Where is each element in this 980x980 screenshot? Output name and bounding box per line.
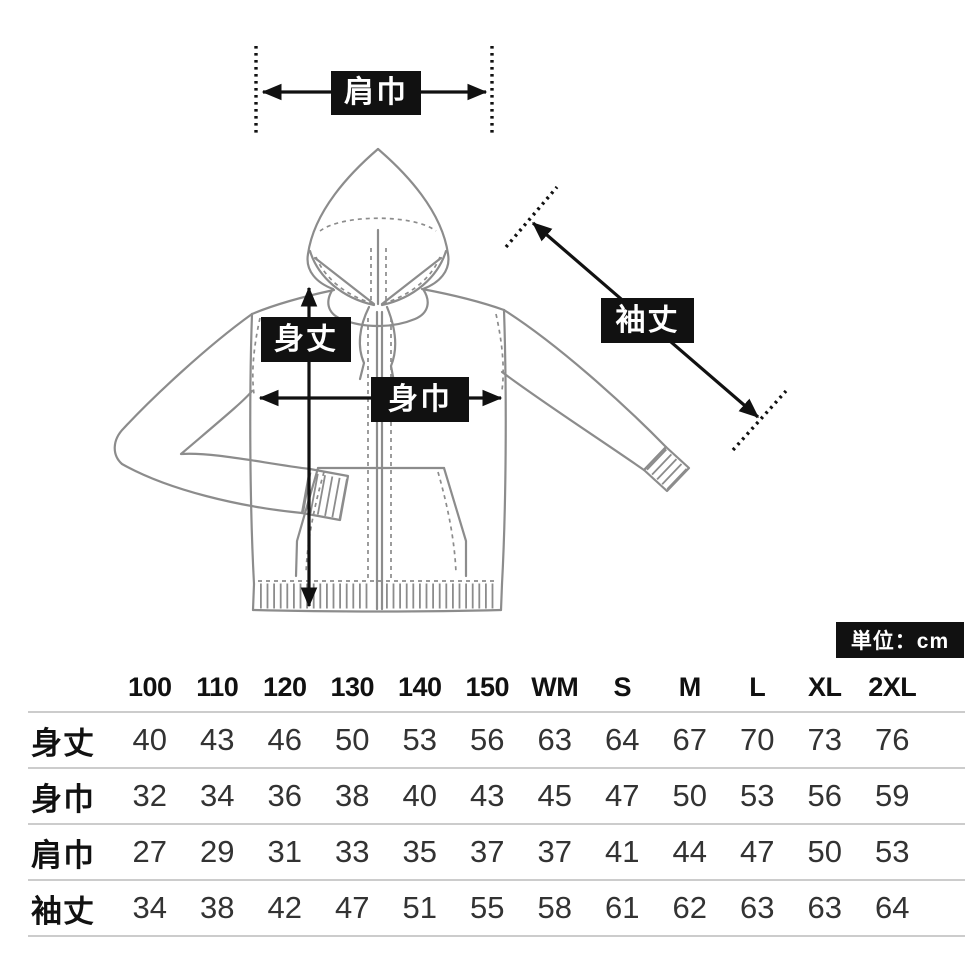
size-value: 41 [605, 834, 640, 869]
row-label: 身巾 [31, 781, 95, 817]
size-value: 59 [875, 778, 910, 813]
size-value: 32 [132, 778, 167, 813]
size-value: 56 [807, 778, 842, 813]
size-value: 50 [807, 834, 842, 869]
size-value: 38 [200, 890, 235, 925]
size-value: 42 [267, 890, 302, 925]
size-value: 50 [335, 722, 370, 757]
size-col-header: 150 [465, 671, 510, 702]
body-length-label: 身丈 [261, 317, 351, 362]
size-value: 62 [672, 890, 707, 925]
size-col-header: 110 [196, 671, 239, 702]
size-value: 31 [267, 834, 302, 869]
hood-outline [306, 147, 450, 384]
size-col-header: XL [807, 671, 842, 702]
size-value: 51 [402, 890, 437, 925]
size-col-header: 120 [262, 671, 307, 702]
size-value: 35 [402, 834, 437, 869]
body-width-label: 身巾 [371, 377, 469, 422]
size-value: 58 [537, 890, 572, 925]
size-value: 46 [267, 722, 302, 757]
body-outline [249, 287, 507, 586]
size-col-header: 130 [330, 671, 375, 702]
size-value: 34 [132, 890, 167, 925]
size-value: 50 [672, 778, 707, 813]
size-value: 43 [200, 722, 235, 757]
size-value: 29 [200, 834, 235, 869]
size-value: 34 [200, 778, 235, 813]
size-value: 27 [132, 834, 167, 869]
size-col-header: 2XL [868, 671, 917, 702]
size-value: 37 [537, 834, 572, 869]
size-value: 43 [470, 778, 505, 813]
size-col-header: 140 [397, 671, 442, 702]
size-value: 76 [875, 722, 910, 757]
size-value: 33 [335, 834, 370, 869]
size-table: 100 110 120 130 140 150 WM S M L XL 2XL … [28, 663, 965, 937]
hoodie-line-drawing [113, 46, 788, 613]
size-value: 47 [740, 834, 775, 869]
size-value: 47 [605, 778, 640, 813]
right-sleeve [500, 308, 691, 493]
size-col-header: L [749, 671, 766, 702]
size-value: 55 [470, 890, 505, 925]
size-value: 53 [740, 778, 775, 813]
size-col-header: WM [531, 671, 579, 702]
sleeve-length-label: 袖丈 [601, 298, 694, 343]
size-value: 63 [740, 890, 775, 925]
size-value: 64 [605, 722, 640, 757]
size-value: 40 [132, 722, 167, 757]
size-value: 40 [402, 778, 437, 813]
size-value: 61 [605, 890, 640, 925]
row-label: 肩巾 [31, 837, 95, 873]
size-value: 56 [470, 722, 505, 757]
size-value: 63 [807, 890, 842, 925]
garment-outline [113, 147, 691, 613]
zipper-line [375, 310, 384, 611]
size-value: 36 [267, 778, 302, 813]
size-value: 38 [335, 778, 370, 813]
size-value: 64 [875, 890, 910, 925]
size-value: 44 [672, 834, 707, 869]
shoulder-width-label: 肩巾 [331, 71, 421, 115]
hem-band [251, 582, 504, 613]
hoodie-measurement-diagram: 肩巾 身丈 身巾 袖丈 [113, 46, 788, 613]
size-value: 37 [470, 834, 505, 869]
row-label: 身丈 [31, 725, 95, 761]
stitch-seams [252, 217, 504, 582]
size-value: 47 [335, 890, 370, 925]
table-row-body-width: 身巾 32 34 36 38 40 43 45 47 50 53 56 59 [28, 769, 965, 825]
size-value: 63 [537, 722, 572, 757]
size-value: 73 [807, 722, 842, 757]
size-value: 67 [672, 722, 707, 757]
size-value: 53 [402, 722, 437, 757]
size-value: 45 [537, 778, 572, 813]
unit-badge: 単位：cm [836, 622, 964, 658]
right-cuff-ribbing [646, 448, 688, 491]
row-label: 袖丈 [31, 893, 95, 929]
table-header-row: 100 110 120 130 140 150 WM S M L XL 2XL [28, 663, 965, 713]
table-row-body-length: 身丈 40 43 46 50 53 56 63 64 67 70 73 76 [28, 713, 965, 769]
size-col-header: M [678, 671, 701, 702]
size-value: 53 [875, 834, 910, 869]
size-col-header: S [613, 671, 631, 702]
size-value: 70 [740, 722, 775, 757]
size-col-header: 100 [127, 671, 172, 702]
table-row-sleeve-length: 袖丈 34 38 42 47 51 55 58 61 62 63 63 64 [28, 881, 965, 937]
table-row-shoulder-width: 肩巾 27 29 31 33 35 37 37 41 44 47 50 53 [28, 825, 965, 881]
